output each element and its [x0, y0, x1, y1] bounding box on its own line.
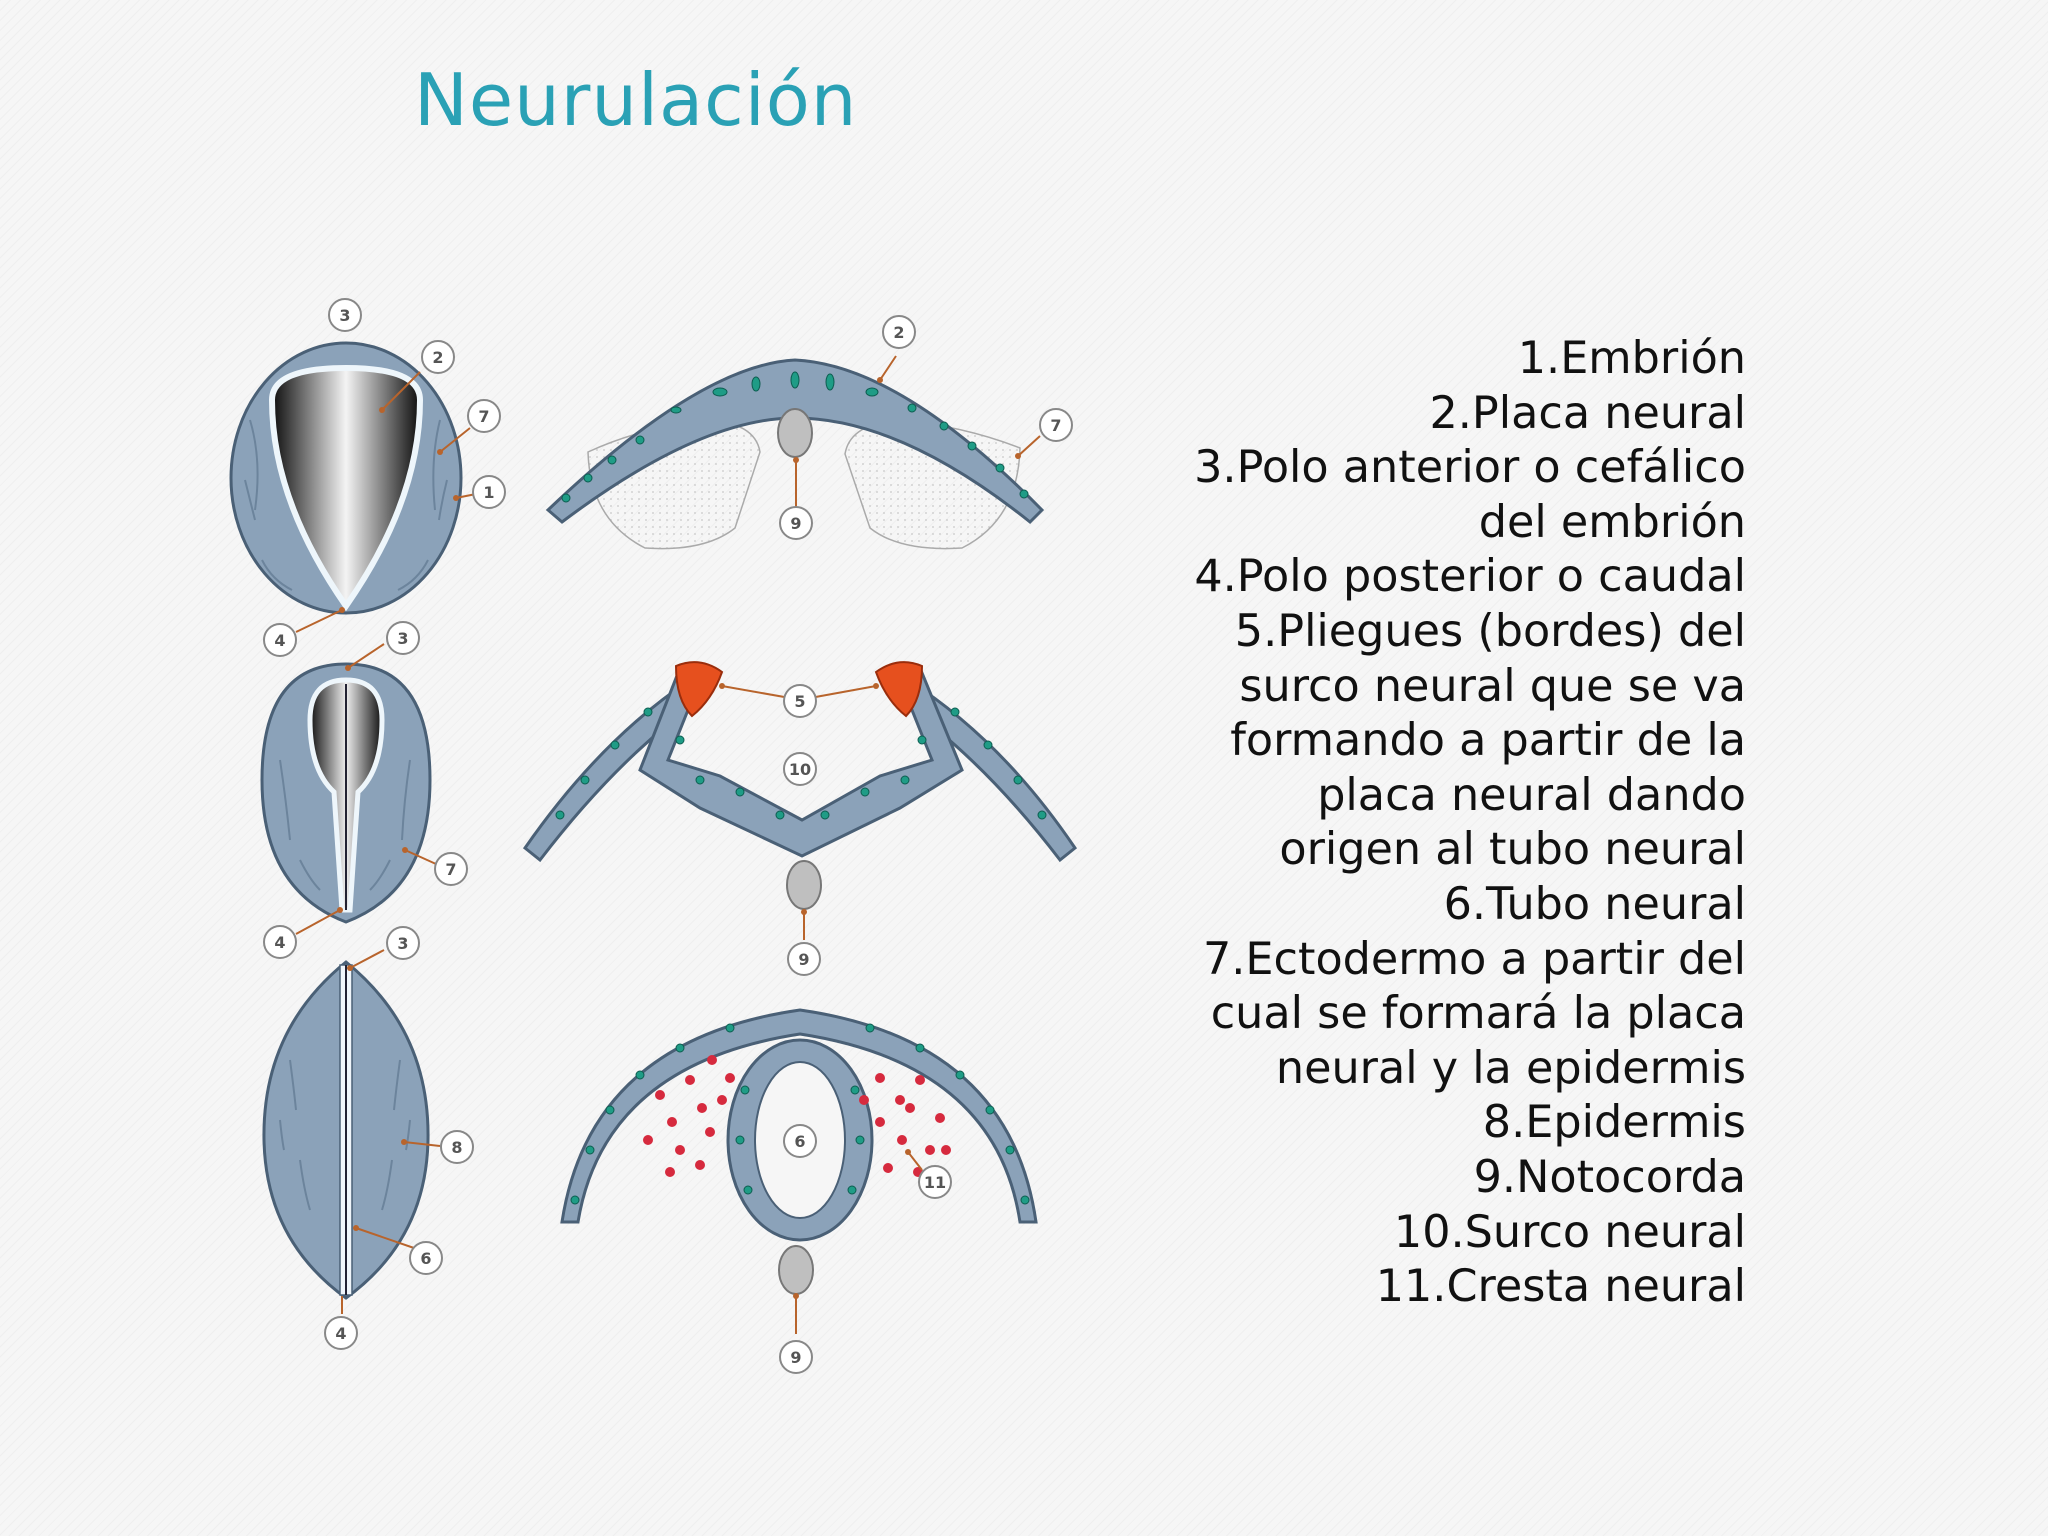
callout: 3: [386, 621, 420, 655]
embryo-stage-3: [262, 960, 430, 1300]
legend-line: 10.Surco neural: [1393, 1206, 1746, 1258]
page-title: Neurulación: [414, 58, 858, 142]
callout: 9: [779, 506, 813, 540]
callout-number: 3: [397, 629, 408, 648]
callout: 9: [779, 1340, 813, 1374]
callout: 4: [324, 1316, 358, 1350]
callout-number: 9: [790, 1348, 801, 1367]
legend-line: cual se formará la placa: [1210, 988, 1746, 1040]
callout-number: 3: [397, 934, 408, 953]
callout: 6: [409, 1241, 443, 1275]
legend-line: 2.Placa neural: [1429, 387, 1746, 439]
leader-arrows: [295, 355, 1041, 1334]
callout: 3: [328, 298, 362, 332]
legend-line: formando a partir de la: [1230, 715, 1746, 767]
legend-line: del embrión: [1478, 496, 1746, 548]
arrow-heads: [337, 377, 1021, 1299]
neural-plate: [268, 364, 424, 612]
neural-fold-right: [874, 661, 924, 718]
callout: 1: [472, 475, 506, 509]
callout-number: 7: [445, 860, 456, 879]
callout-number: 4: [274, 631, 285, 650]
legend-line: 1.Embrión: [1517, 333, 1746, 384]
callout-number: 9: [798, 950, 809, 969]
callout-number: 4: [274, 933, 285, 952]
callout: 9: [787, 942, 821, 976]
legend-line: 7.Ectodermo a partir del: [1202, 933, 1746, 985]
section-neural-plate: [545, 358, 1045, 550]
callout-number: 2: [432, 348, 443, 367]
callout: 7: [434, 852, 468, 886]
callout-number: 2: [893, 323, 904, 342]
callout: 5: [783, 684, 817, 718]
legend-line: 8.Epidermis: [1482, 1097, 1746, 1149]
callout-number: 7: [1050, 416, 1061, 435]
ectoderm-arc: [560, 1008, 1038, 1224]
legend-line: 5.Pliegues (bordes) del: [1234, 605, 1746, 657]
callout: 8: [440, 1130, 474, 1164]
callout: 10: [783, 752, 817, 786]
callout-labels: 3 2 7 1 4 3 7 4 3 8 6 4 2 7 9 5 10 9 6 1…: [263, 298, 1073, 1374]
callout-number: 4: [335, 1324, 346, 1343]
callout-number: 9: [790, 514, 801, 533]
callout: 7: [1039, 408, 1073, 442]
legend-line: 6.Tubo neural: [1443, 878, 1746, 930]
neural-crest-cells: [643, 1055, 951, 1177]
callout: 2: [882, 315, 916, 349]
notochord: [778, 1245, 814, 1295]
legend-line: 3.Polo anterior o cefálico: [1194, 442, 1746, 494]
callout: 2: [421, 340, 455, 374]
callout-number: 6: [420, 1249, 431, 1268]
legend-list: 1.Embrión 2.Placa neural 3.Polo anterior…: [1046, 332, 1746, 1315]
ectoderm-layer: [545, 358, 1045, 525]
legend-line: neural y la epidermis: [1275, 1042, 1746, 1094]
notochord: [777, 408, 813, 458]
callout: 4: [263, 623, 297, 657]
callout-number: 7: [478, 407, 489, 426]
callout-number: 11: [924, 1173, 946, 1192]
callout-number: 5: [794, 692, 805, 711]
embryo-stage-2: [260, 662, 432, 924]
callout: 6: [783, 1124, 817, 1158]
callout-number: 1: [483, 483, 494, 502]
legend-line: origen al tubo neural: [1279, 824, 1746, 876]
callout: 3: [386, 926, 420, 960]
neural-fold-left: [674, 661, 724, 718]
legend-line: 4.Polo posterior o caudal: [1194, 551, 1746, 603]
notochord: [786, 860, 822, 910]
callout: 11: [918, 1165, 952, 1199]
callout-number: 8: [451, 1138, 462, 1157]
legend-line: surco neural que se va: [1239, 660, 1746, 712]
legend-line: placa neural dando: [1317, 769, 1746, 821]
callout-number: 10: [789, 760, 811, 779]
legend-line: 9.Notocorda: [1473, 1151, 1746, 1203]
embryo-stage-1: [229, 341, 463, 615]
callout: 7: [467, 399, 501, 433]
callout: 4: [263, 925, 297, 959]
callout-number: 6: [794, 1132, 805, 1151]
section-neural-groove: [522, 661, 1078, 910]
callout-number: 3: [339, 306, 350, 325]
legend-line: 11.Cresta neural: [1375, 1261, 1746, 1313]
